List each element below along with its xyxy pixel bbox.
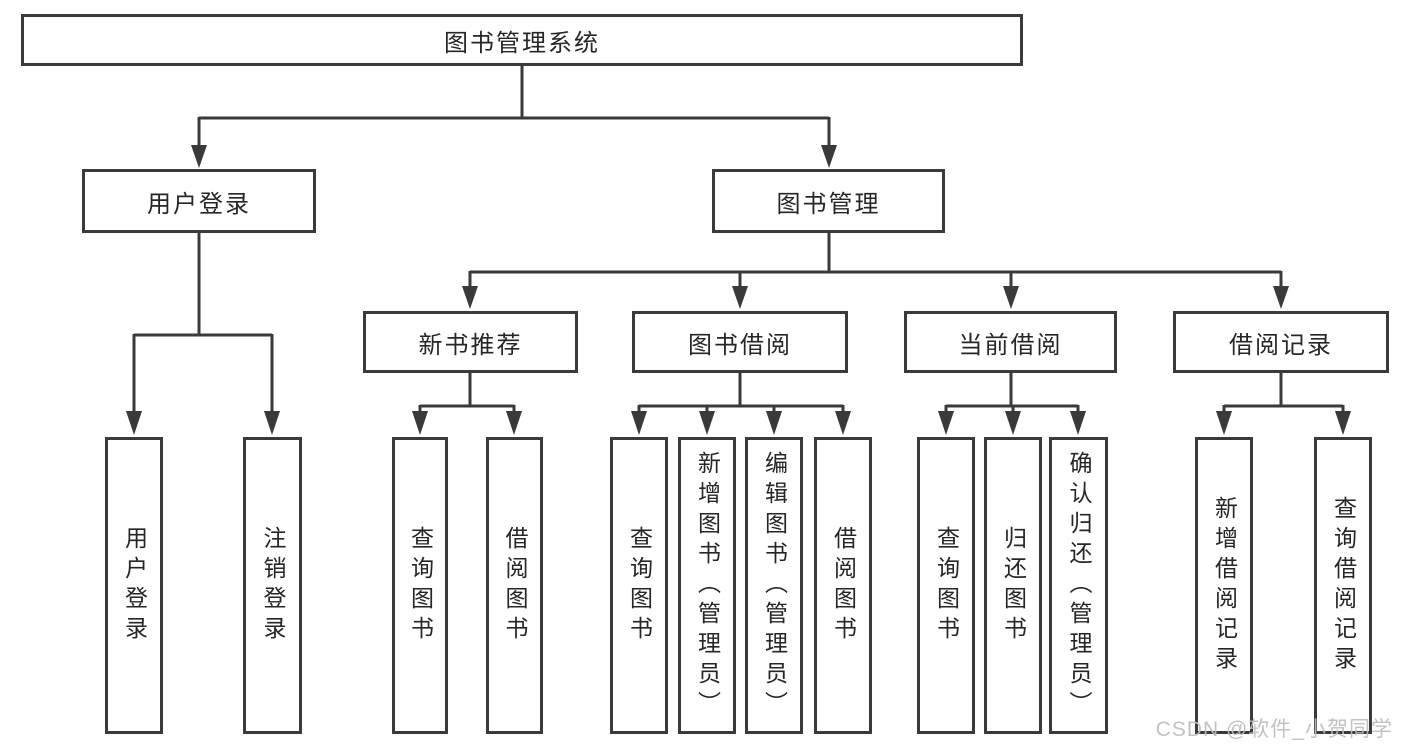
- leaf-user-login: 用户登录: [105, 437, 163, 734]
- node-label: 新增借阅记录: [1211, 495, 1238, 676]
- node-label: 借阅记录: [1229, 331, 1333, 359]
- leaf-add-book-admin: 新增图书（管理员）: [678, 437, 736, 734]
- node-current-borrow: 当前借阅: [904, 311, 1117, 373]
- node-book-management: 图书管理: [712, 169, 945, 233]
- leaf-return-book: 归还图书: [984, 437, 1042, 734]
- node-label: 查询图书: [407, 525, 434, 646]
- node-label: 借阅图书: [502, 525, 528, 646]
- node-label: 用户登录: [147, 190, 251, 218]
- leaf-query-borrow-record: 查询借阅记录: [1314, 437, 1372, 734]
- leaf-query-books-current: 查询图书: [917, 437, 975, 734]
- node-label: 图书借阅: [688, 331, 792, 359]
- node-label: 图书管理: [776, 190, 881, 218]
- csdn-watermark: CSDN @软件_小贺同学: [1155, 718, 1393, 741]
- node-label: 查询图书: [626, 525, 653, 646]
- node-label: 借阅图书: [830, 525, 857, 646]
- leaf-borrow-books-recommend: 借阅图书: [486, 437, 543, 734]
- leaf-add-borrow-record: 新增借阅记录: [1195, 437, 1253, 734]
- node-label: 新增图书（管理员）: [694, 450, 721, 721]
- node-label: 新书推荐: [418, 331, 523, 359]
- leaf-confirm-return-admin: 确认归还（管理员）: [1049, 437, 1108, 734]
- node-label: 图书管理系统: [444, 29, 600, 57]
- leaf-edit-book-admin: 编辑图书（管理员）: [745, 437, 803, 734]
- node-label: 编辑图书（管理员）: [761, 450, 788, 721]
- node-label: 用户登录: [121, 525, 148, 646]
- leaf-query-books-recommend: 查询图书: [392, 437, 448, 734]
- node-label: 注销登录: [260, 525, 286, 646]
- node-user-login: 用户登录: [82, 169, 316, 233]
- leaf-logout: 注销登录: [243, 437, 302, 734]
- node-book-borrow: 图书借阅: [632, 311, 848, 373]
- node-label: 归还图书: [1000, 525, 1027, 646]
- node-new-book-recommend: 新书推荐: [363, 311, 578, 373]
- node-label: 查询图书: [933, 525, 960, 646]
- leaf-borrow-books: 借阅图书: [814, 437, 872, 734]
- leaf-query-books-borrow: 查询图书: [610, 437, 668, 734]
- node-borrow-records: 借阅记录: [1173, 311, 1389, 373]
- node-label: 确认归还（管理员）: [1066, 450, 1092, 721]
- node-library-management-system: 图书管理系统: [21, 14, 1023, 66]
- node-label: 查询借阅记录: [1330, 495, 1357, 676]
- node-label: 当前借阅: [958, 331, 1063, 359]
